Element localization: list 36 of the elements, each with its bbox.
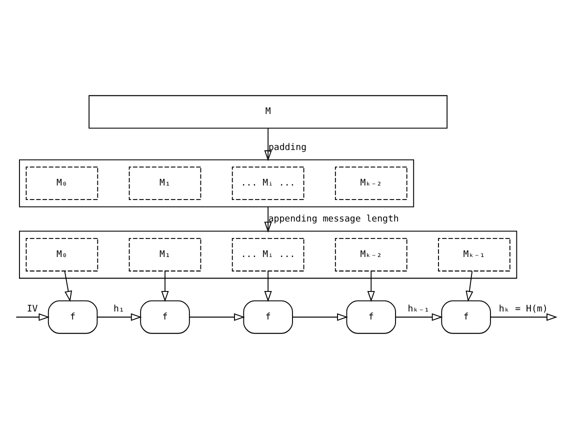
- arrow: [490, 312, 558, 320]
- edge-label: hₖ₋₁: [408, 304, 430, 314]
- edge-label: padding: [268, 142, 307, 152]
- node-box: f: [48, 300, 98, 334]
- edge-label: hₖ = H(m): [498, 304, 548, 314]
- arrow: [96, 312, 142, 320]
- node-box: M: [88, 94, 448, 128]
- edge-label: appending message length: [268, 214, 399, 224]
- node-box: ... Mᵢ ...: [232, 166, 304, 200]
- arrow: [395, 312, 443, 320]
- arrow: [16, 312, 50, 320]
- cluster: [19, 230, 518, 278]
- node-box: Mₖ₋₁: [438, 238, 510, 271]
- arrow: [264, 206, 272, 232]
- arrow: [189, 312, 245, 320]
- edge-label: h₁: [113, 304, 124, 314]
- cluster: [19, 158, 414, 207]
- node-box: M₁: [128, 166, 202, 200]
- node-box: M₁: [128, 238, 202, 271]
- edge-label: IV: [26, 304, 38, 314]
- node-box: f: [441, 300, 491, 334]
- node-box: f: [243, 300, 293, 334]
- node-box: Mₖ₋₂: [334, 166, 408, 200]
- node-box: M₀: [26, 238, 98, 271]
- node-box: M₀: [26, 166, 98, 200]
- node-box: Mₖ₋₂: [334, 238, 408, 271]
- node-box: f: [140, 300, 190, 334]
- arrow: [466, 270, 474, 302]
- arrow: [264, 127, 272, 161]
- node-box: f: [346, 300, 396, 334]
- arrow: [264, 270, 272, 302]
- arrow: [161, 270, 169, 302]
- node-box: ... Mᵢ ...: [232, 238, 304, 271]
- arrow: [64, 270, 72, 302]
- arrow: [367, 270, 375, 302]
- arrow: [292, 312, 348, 320]
